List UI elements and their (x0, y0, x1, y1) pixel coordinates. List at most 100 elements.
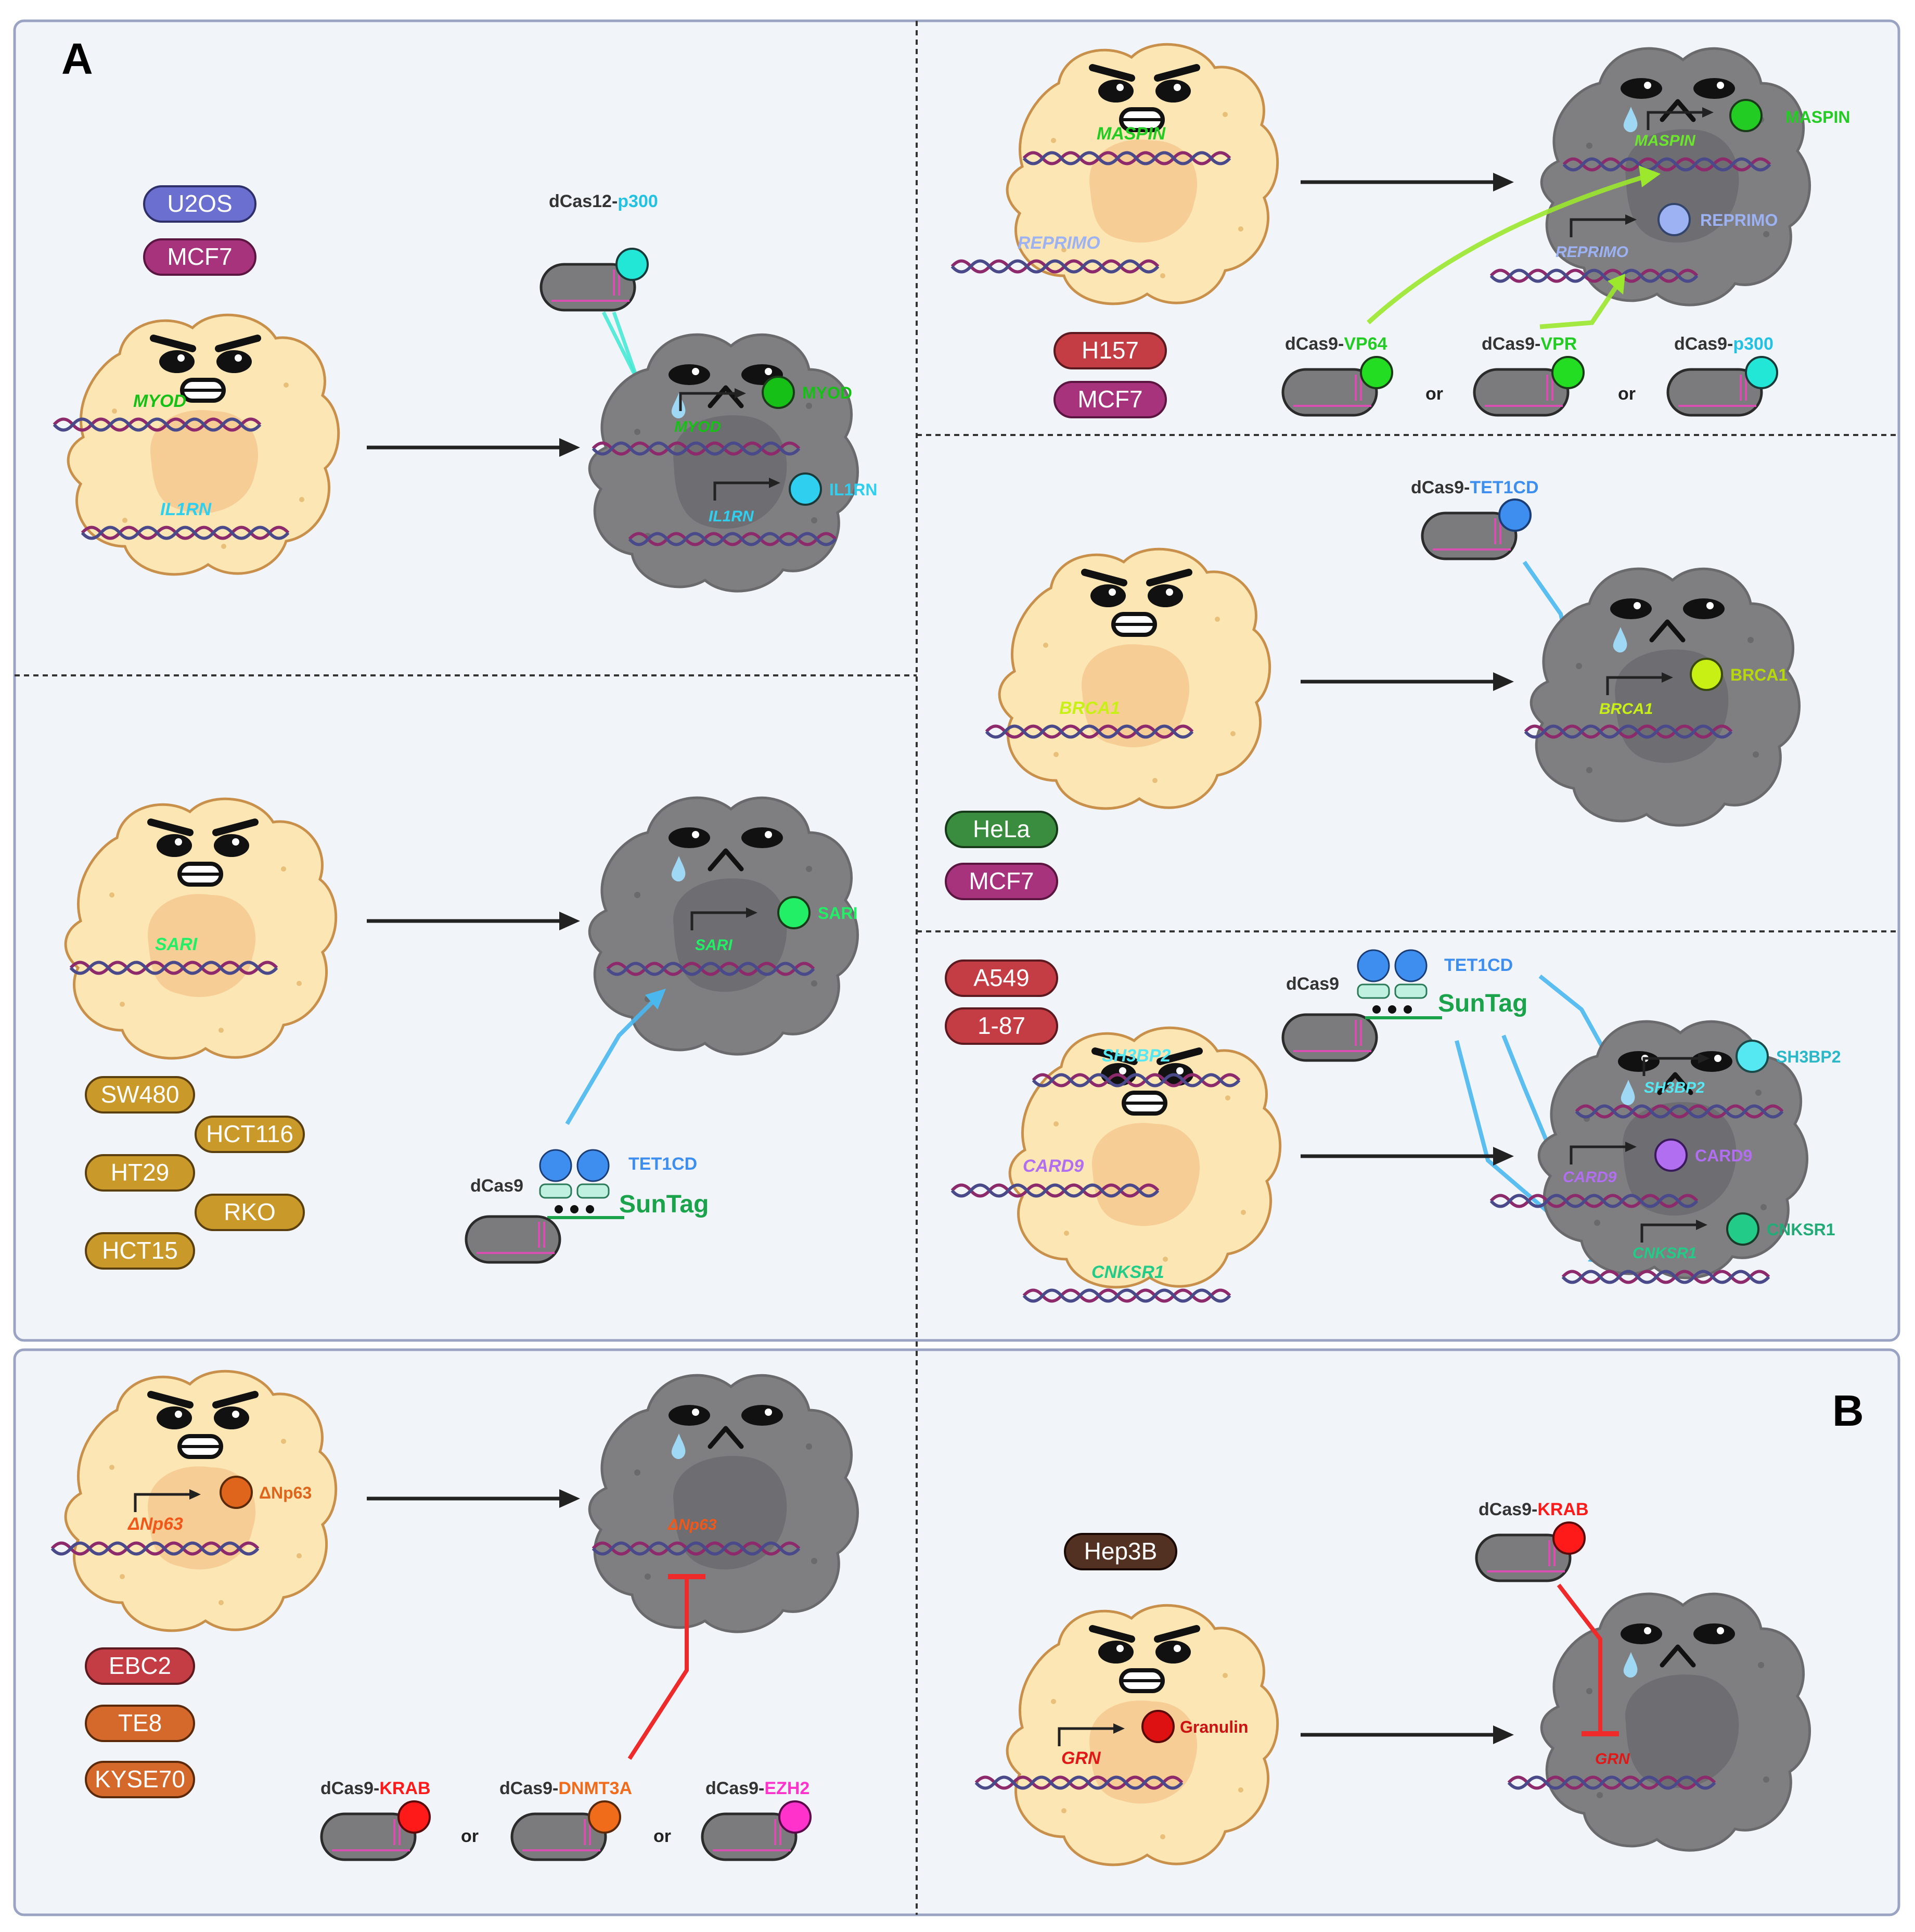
cell-line-label: MCF7 (167, 243, 232, 270)
product-dot (1690, 658, 1723, 691)
effector-dot (615, 248, 649, 281)
product-label: ΔNp63 (259, 1483, 312, 1502)
product-label: CNKSR1 (1767, 1220, 1835, 1239)
product-label: MYOD (802, 383, 852, 402)
gene-label: SARI (695, 937, 732, 954)
tool-label: dCas9-KRAB (1479, 1500, 1589, 1519)
tool-label: dCas9-VPR (1482, 334, 1577, 354)
effector-dot (1498, 498, 1532, 532)
product-label: REPRIMO (1700, 211, 1778, 229)
product-dot (1657, 203, 1691, 236)
gene-label: IL1RN (160, 500, 212, 519)
cell-line-pill (85, 1647, 195, 1685)
tool-label: dCas12-p300 (549, 191, 658, 211)
tool-label: dCas9-EZH2 (705, 1779, 809, 1798)
cell-line-label: MCF7 (1077, 386, 1142, 413)
effector-dot (397, 1800, 431, 1834)
cell-line-label: 1-87 (978, 1012, 1025, 1039)
cell-line-pill (85, 1154, 195, 1192)
cell-line-pill (143, 185, 256, 223)
product-label: SARI (818, 904, 857, 923)
gene-label: GRN (1595, 1750, 1630, 1768)
panel-7: Hep3B GRN Granulin dCas9-KRAB GRN (976, 1500, 1810, 1865)
tool-label: dCas9-KRAB (320, 1779, 431, 1798)
tool-label: dCas9 (1286, 974, 1339, 994)
dcas-protein (1283, 1015, 1377, 1060)
cell-line-pill (1053, 332, 1167, 369)
cell-line-pill (85, 1705, 195, 1742)
product-dot (1736, 1040, 1769, 1073)
gene-label: CNKSR1 (1633, 1245, 1696, 1262)
tool-label: dCas9 (470, 1176, 523, 1196)
product-dot (1654, 1138, 1688, 1172)
cell-line-label: SW480 (101, 1081, 179, 1108)
product-label: SH3BP2 (1776, 1047, 1841, 1066)
cell-line-pill (945, 959, 1058, 997)
cell-line-pill (945, 863, 1058, 900)
cell-line-label: HCT15 (102, 1237, 178, 1264)
effector-dot (588, 1800, 621, 1834)
gene-label: CARD9 (1563, 1169, 1617, 1186)
product-dot (1729, 99, 1763, 132)
panel-b-frame (13, 1348, 1900, 1916)
panel-label-b: B (1832, 1386, 1864, 1435)
gene-label: CARD9 (1023, 1156, 1084, 1176)
gene-label: BRCA1 (1599, 700, 1653, 718)
gene-label: SARI (155, 935, 198, 954)
tool-label: dCas9-TET1CD (1411, 478, 1539, 497)
effector-dot (1745, 356, 1778, 389)
cell-line-label: HT29 (111, 1159, 169, 1186)
cell-line-label: U2OS (167, 190, 232, 217)
product-label: Granulin (1180, 1718, 1249, 1736)
effector-dot (1552, 1521, 1586, 1555)
gene-label: REPRIMO (1018, 233, 1100, 253)
cell-line-label: RKO (224, 1198, 276, 1225)
cell-line-label: A549 (973, 964, 1029, 991)
panel-3: dCas9-TET1CD BRCA1 HeLa MCF7 BRCA1 BRCA1 (945, 478, 1800, 900)
product-dot (220, 1476, 253, 1509)
gene-label: GRN (1061, 1748, 1101, 1768)
panel-4: SARI SW480 HCT116 HT29 RKO HCT15 SARI SA… (66, 798, 857, 1270)
gene-label: REPRIMO (1556, 244, 1628, 261)
cell-line-pill (85, 1232, 195, 1270)
cell-line-pill (1064, 1533, 1177, 1570)
product-dot (1726, 1212, 1759, 1246)
or-text: or (461, 1826, 479, 1846)
gene-label: MASPIN (1635, 132, 1696, 149)
product-dot (789, 472, 822, 506)
cell-line-pill (143, 238, 256, 276)
gene-label: SH3BP2 (1102, 1046, 1171, 1066)
gene-label: MYOD (674, 418, 721, 436)
panel-label-a: A (61, 34, 93, 83)
gene-label: ΔNp63 (127, 1514, 183, 1534)
product-label: IL1RN (829, 480, 877, 499)
effector-dot (1360, 356, 1393, 389)
tool-effector-label: TET1CD (628, 1154, 697, 1174)
product-dot (1141, 1710, 1175, 1743)
cell-line-pill (945, 811, 1058, 848)
tool-label: dCas9-DNMT3A (499, 1779, 632, 1798)
dcas-protein (466, 1217, 560, 1262)
cell-line-label: MCF7 (969, 867, 1034, 894)
product-dot (762, 376, 795, 409)
panel-1: U2OS MCF7 MYOD IL1RN dCas12-p300 MYOD IL… (54, 185, 877, 591)
suntag-label: SunTag (1438, 990, 1527, 1017)
suntag-label: SunTag (619, 1191, 709, 1218)
gene-label: BRCA1 (1059, 698, 1120, 718)
cell-line-pill (195, 1116, 305, 1153)
panel-2: MASPIN REPRIMO H157 MCF7 MASPIN REPRIMO … (952, 44, 1850, 418)
cell-line-pill (1053, 381, 1167, 418)
product-label: BRCA1 (1730, 666, 1788, 684)
gene-label: MASPIN (1097, 124, 1166, 144)
gene-label: ΔNp63 (667, 1516, 717, 1533)
cell-line-pill (195, 1194, 305, 1231)
cell-line-label: KYSE70 (95, 1765, 185, 1793)
effector-dot (1551, 356, 1585, 389)
tool-label: dCas9-VP64 (1285, 334, 1387, 354)
cell-line-label: HeLa (973, 815, 1030, 842)
panel-6: ΔNp63 ΔNp63 EBC2 TE8 KYSE70 ΔNp63 dCas9-… (52, 1371, 858, 1860)
or-text: or (653, 1826, 671, 1846)
panel-a-frame (13, 19, 1900, 1342)
cell-line-pill (85, 1761, 195, 1798)
